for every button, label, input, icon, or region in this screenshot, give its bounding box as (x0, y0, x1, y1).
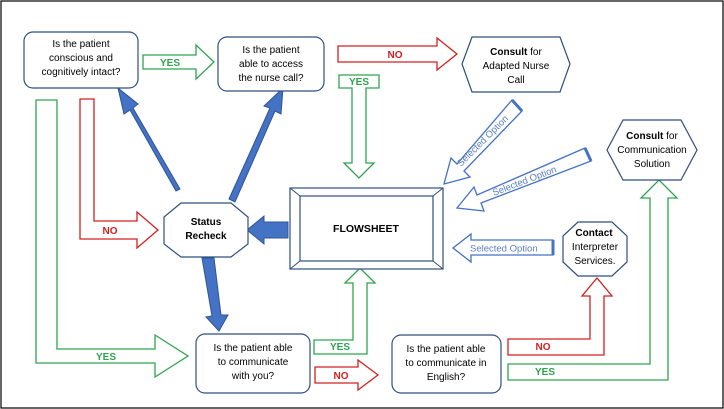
node-consult-nurse-line-2: Adapted Nurse (483, 61, 550, 72)
label-no-3: NO (334, 371, 349, 382)
node-english-line-2: to communicate in (405, 358, 486, 369)
node-flowsheet: FLOWSHEET (289, 187, 444, 270)
flowsheet-title: FLOWSHEET (333, 223, 399, 235)
node-nurse-call-line-1: Is the patient (242, 45, 299, 56)
node-status-line-2: Recheck (185, 231, 227, 242)
label-yes-3: YES (96, 352, 116, 363)
svg-text:Consult for: Consult for (626, 131, 678, 142)
consult-comm-rest: for (663, 131, 678, 142)
node-conscious: Is the patient conscious and cognitively… (23, 31, 139, 89)
arrow-status-to-communicate (201, 257, 229, 332)
label-no-1: NO (388, 50, 403, 61)
arrow-no-nursecall-to-consult (337, 36, 459, 72)
selected-option-label-3: Selected Option (470, 244, 538, 255)
node-contact-interpreter: Contact Interpreter Services. (562, 221, 628, 277)
node-interpreter-bold: Contact (575, 228, 613, 239)
node-consult-comm-line-2: Communication (617, 145, 686, 156)
node-communicate-line-3: with you? (231, 371, 275, 382)
node-conscious-line-3: cognitively intact? (42, 67, 121, 78)
consult-nurse-rest: for (527, 47, 542, 58)
node-nurse-call-line-2: able to access (239, 59, 303, 70)
selected-option-arrow-3: Selected Option (451, 232, 555, 264)
node-communicate-line-2: to communicate (218, 357, 289, 368)
node-consult-nurse-call: Consult for Adapted Nurse Call (461, 36, 571, 93)
arrow-flowsheet-to-status (246, 214, 289, 246)
label-yes-5: YES (535, 367, 555, 378)
node-english-line-1: Is the patient able (407, 344, 486, 355)
arrow-no-english-to-interpreter (507, 276, 614, 356)
arrow-yes-english-to-consultcomm (507, 179, 679, 381)
node-communicate: Is the patient able to communicate with … (195, 333, 311, 394)
node-english-line-3: English? (427, 372, 466, 383)
node-interpreter-line-2: Interpreter (572, 242, 619, 253)
node-consult-communication: Consult for Communication Solution (606, 119, 698, 181)
label-yes-2: YES (349, 77, 369, 88)
node-interpreter-line-3: Services. (574, 256, 615, 267)
node-status-line-1: Status (191, 217, 222, 228)
node-status-recheck: Status Recheck (163, 202, 249, 258)
node-nurse-call-line-3: the nurse call? (238, 73, 303, 84)
label-yes-4: YES (330, 342, 350, 353)
node-consult-nurse-line-3: Call (507, 75, 524, 86)
consult-comm-bold: Consult (626, 131, 664, 142)
arrow-status-to-conscious (117, 86, 181, 192)
arrow-yes-nursecall-to-flowsheet (338, 74, 380, 179)
blue-arrows (117, 86, 289, 332)
node-english: Is the patient able to communicate in En… (391, 334, 502, 394)
label-yes-1: YES (160, 58, 180, 69)
label-no-2: NO (103, 226, 118, 237)
arrow-yes-communicate-to-flowsheet (313, 267, 377, 355)
label-no-4: NO (536, 342, 551, 353)
node-communicate-line-1: Is the patient able (214, 343, 293, 354)
arrow-yes-conscious-to-communicate (35, 99, 190, 379)
node-nurse-call: Is the patient able to access the nurse … (217, 36, 325, 92)
consult-nurse-bold: Consult (490, 47, 528, 58)
node-conscious-line-2: conscious and (49, 53, 113, 64)
arrow-status-to-nursecall (228, 86, 284, 203)
svg-text:Consult for: Consult for (490, 47, 542, 58)
arrow-no-conscious-to-status (79, 98, 159, 250)
node-consult-comm-line-3: Solution (634, 159, 670, 170)
arrow-no-communicate-to-english (314, 358, 380, 392)
arrow-yes-conscious-to-nursecall (142, 43, 215, 81)
node-conscious-line-1: Is the patient (52, 39, 109, 50)
